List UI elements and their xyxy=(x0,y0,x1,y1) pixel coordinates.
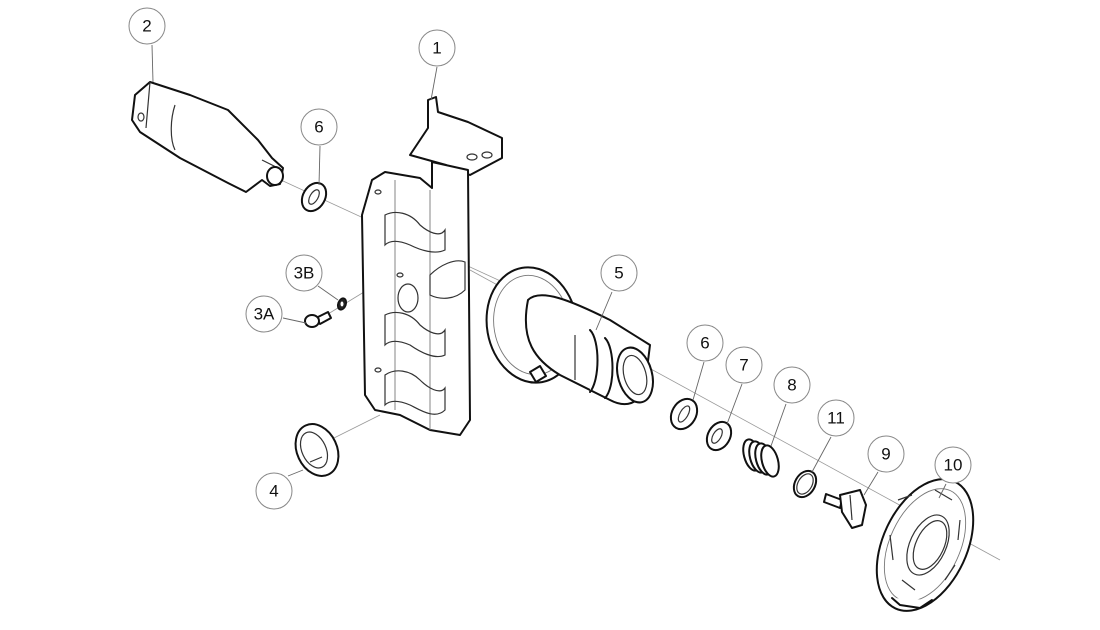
part-8-compression-spring xyxy=(742,438,780,478)
part-7-tab-washer xyxy=(705,420,733,452)
part-2-handle-shaft xyxy=(131,81,284,193)
callout-7: 7 xyxy=(725,346,763,384)
part-1-mounting-bracket xyxy=(361,96,503,436)
callout-label: 2 xyxy=(142,17,151,36)
callout-10: 10 xyxy=(934,446,972,484)
callout-6-right: 6 xyxy=(686,324,724,362)
part-3a-screw xyxy=(304,311,332,328)
part-11-snap-ring xyxy=(792,469,818,499)
callout-label: 3B xyxy=(294,264,315,283)
part-6-flat-washer-left xyxy=(300,181,328,213)
part-6-flat-washer-right xyxy=(669,397,699,431)
leader-lines xyxy=(151,44,947,499)
callout-label: 9 xyxy=(881,445,890,464)
callout-4: 4 xyxy=(255,472,293,510)
callout-label: 7 xyxy=(739,356,748,375)
callout-label: 1 xyxy=(432,39,441,58)
callout-label: 10 xyxy=(944,456,963,475)
callout-5: 5 xyxy=(600,254,638,292)
part-4-bushing-ring xyxy=(294,423,340,477)
callout-2: 2 xyxy=(128,7,166,45)
callout-3b: 3B xyxy=(285,254,323,292)
callout-3a: 3A xyxy=(245,295,283,333)
callout-label: 6 xyxy=(314,118,323,137)
callout-6-left: 6 xyxy=(300,108,338,146)
callout-label: 6 xyxy=(700,334,709,353)
callout-11: 11 xyxy=(817,399,855,437)
callout-label: 3A xyxy=(254,305,275,324)
callout-8: 8 xyxy=(773,366,811,404)
callout-9: 9 xyxy=(867,435,905,473)
part-3b-lock-washer xyxy=(336,297,348,311)
part-5-flanged-sleeve xyxy=(485,266,654,406)
callout-1: 1 xyxy=(418,29,456,67)
part-9-knob-pin xyxy=(823,489,867,529)
callout-label: 11 xyxy=(827,409,845,428)
callout-label: 4 xyxy=(269,482,278,501)
callout-label: 5 xyxy=(614,264,623,283)
callout-label: 8 xyxy=(787,376,796,395)
